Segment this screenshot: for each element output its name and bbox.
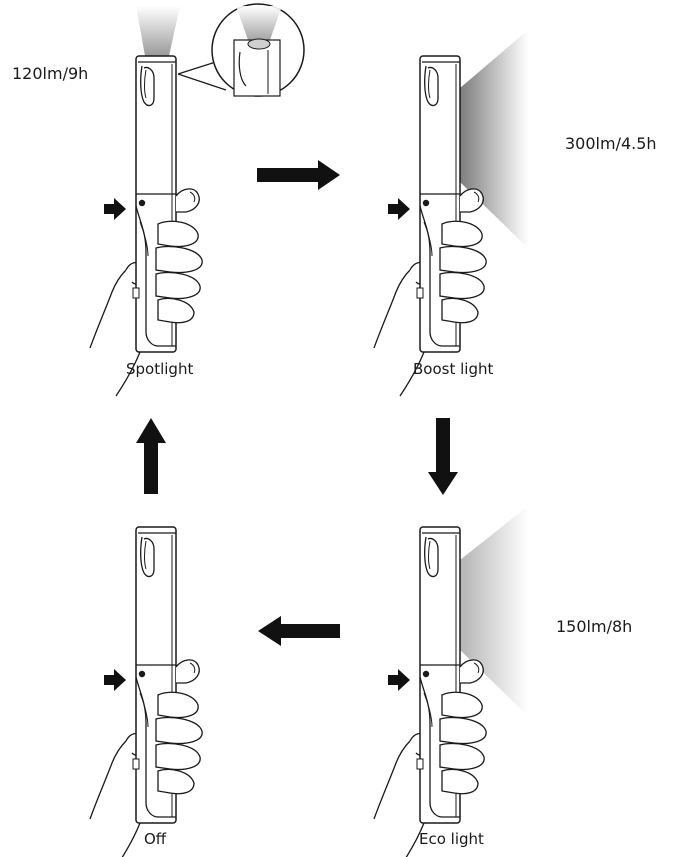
spotlight-spec-label: 120lm/9h [12,64,89,83]
eco-mode-group [373,506,528,857]
press-arrow-icon [388,669,410,691]
work-lamp-icon [89,55,203,397]
eco-spec-label: 150lm/8h [556,617,633,636]
eco-beam [460,506,528,716]
press-arrow-icon [104,669,126,691]
press-arrow-icon [104,198,126,220]
zoom-callout-icon [177,3,305,97]
arrow-left-icon [258,616,340,646]
press-arrow-icon [388,198,410,220]
boost-spec-label: 300lm/4.5h [565,134,657,153]
boost-mode-group [373,30,528,397]
spotlight-mode-label: Spotlight [126,360,194,378]
spotlight-mode-group [89,3,305,397]
spotlight-beam [136,6,180,56]
boost-mode-label: Boost light [413,360,494,378]
off-mode-group [89,526,203,857]
work-lamp-icon [89,526,203,857]
arrow-up-icon [136,418,166,494]
arrow-down-icon [428,418,458,495]
eco-mode-label: Eco light [419,830,484,848]
arrow-right-icon [257,160,340,190]
boost-beam [460,30,528,248]
off-mode-label: Off [144,830,167,848]
